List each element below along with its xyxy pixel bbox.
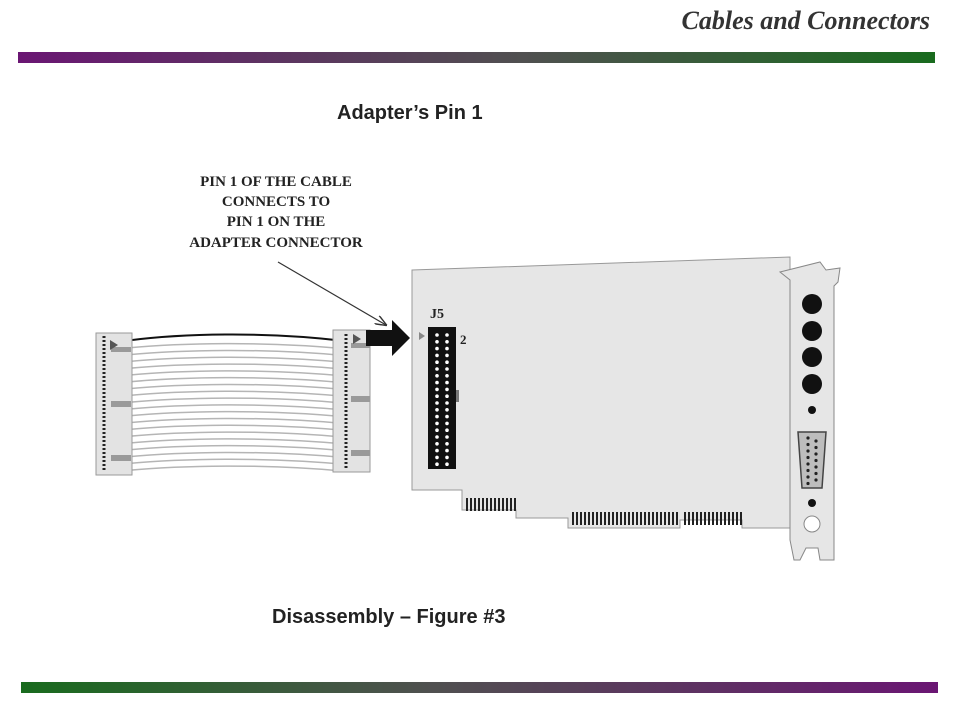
mounting-bracket <box>778 261 841 561</box>
pin-1-marker-right <box>353 334 361 344</box>
adapter-card: J5 2 <box>411 256 791 529</box>
footer-divider-bar <box>21 682 938 693</box>
pin-1-wire <box>109 333 346 344</box>
callout-pointer-line <box>277 261 386 325</box>
pin-1-marker-adapter <box>419 332 425 340</box>
pin-1-marker-left <box>110 340 118 350</box>
header-divider-bar <box>18 52 935 63</box>
j5-header-connector <box>419 327 459 469</box>
callout-line-3: PIN 1 ON THE <box>227 214 326 230</box>
j5-label: J5 <box>430 307 444 322</box>
callout-line-4: ADAPTER CONNECTOR <box>189 235 363 251</box>
cable-connector-right <box>332 329 371 473</box>
ribbon-cable <box>109 333 346 473</box>
audio-jack-3 <box>802 347 822 367</box>
audio-jack-4 <box>802 374 822 394</box>
callout-line-1: PIN 1 OF THE CABLE <box>200 174 352 190</box>
insertion-arrow <box>366 320 410 356</box>
audio-jack-1 <box>802 294 822 314</box>
pin-2-label: 2 <box>460 332 467 347</box>
header-title: Cables and Connectors <box>681 6 931 35</box>
callout-line-2: CONNECTS TO <box>222 194 330 210</box>
figure-caption: Disassembly – Figure #3 <box>272 606 506 628</box>
audio-jack-2 <box>802 321 822 341</box>
game-port-connector <box>797 431 827 489</box>
callout-text: PIN 1 OF THE CABLE CONNECTS TO PIN 1 ON … <box>189 174 363 251</box>
cable-connector-left <box>95 332 133 476</box>
diagram-heading: Adapter’s Pin 1 <box>337 102 483 124</box>
